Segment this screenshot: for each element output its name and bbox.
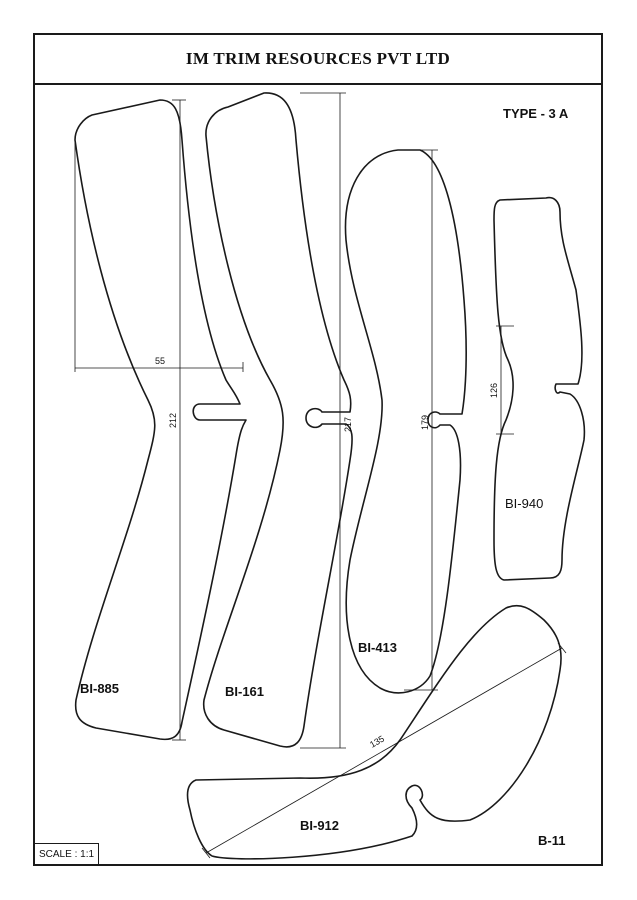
part-bi-912: 135 BI-912 xyxy=(186,604,567,860)
part-outline xyxy=(493,196,586,581)
part-label: BI-940 xyxy=(505,496,543,511)
dimension-label: 126 xyxy=(489,383,499,398)
part-outline xyxy=(202,92,353,748)
drawing-id: B-11 xyxy=(538,833,565,848)
part-label: BI-885 xyxy=(80,681,119,696)
dimension-label: 55 xyxy=(155,356,165,366)
part-bi-885: 55 212 BI-885 xyxy=(74,99,247,741)
dimension-label: 135 xyxy=(368,734,386,750)
part-outline xyxy=(74,99,247,741)
part-bi-413: 179 BI-413 xyxy=(344,149,467,694)
dimension-label: 212 xyxy=(168,413,178,428)
drawing-frame: IM TRIM RESOURCES PVT LTD SCALE : 1:1 xyxy=(33,33,603,866)
part-bi-940: 126 BI-940 xyxy=(489,196,586,581)
part-bi-161: 217 BI-161 xyxy=(202,92,353,749)
part-label: BI-413 xyxy=(358,640,397,655)
part-outline xyxy=(344,149,467,694)
part-label: BI-912 xyxy=(300,818,339,833)
type-label: TYPE - 3 A xyxy=(503,106,569,121)
title-bar: IM TRIM RESOURCES PVT LTD xyxy=(35,35,601,85)
part-outline xyxy=(186,604,562,860)
dimension-label: 217 xyxy=(343,417,353,432)
company-title: IM TRIM RESOURCES PVT LTD xyxy=(185,49,451,68)
dimension-label: 179 xyxy=(420,415,430,430)
part-label: BI-161 xyxy=(225,684,264,699)
scale-label: SCALE : 1:1 xyxy=(35,843,100,864)
